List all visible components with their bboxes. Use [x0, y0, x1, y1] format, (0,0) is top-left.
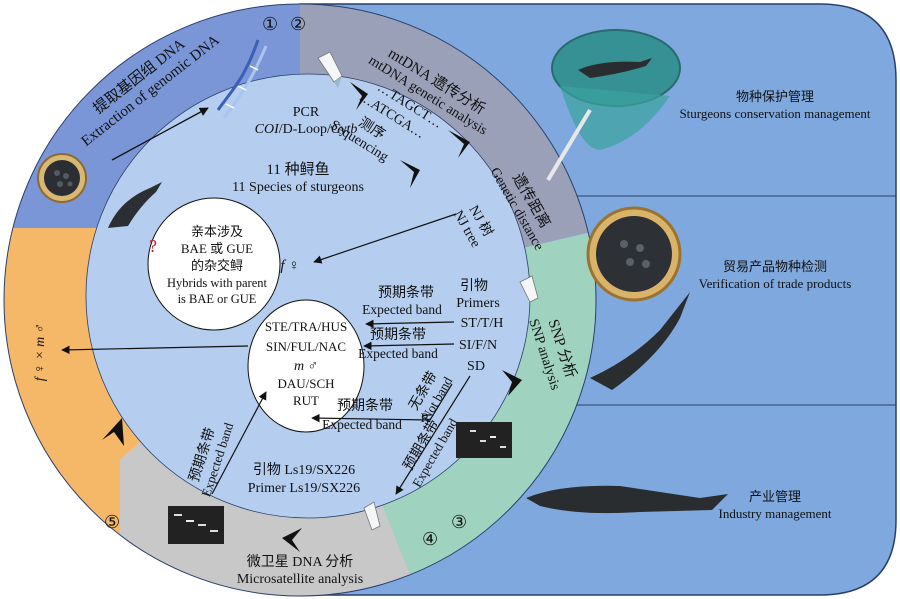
group-sin-ful-nac: SIN/FUL/NAC: [266, 339, 346, 354]
pcr-tube-icon-2: [519, 275, 539, 303]
expected-band-3-cn: 预期条带: [337, 397, 393, 414]
primer-row-2: SI/F/N: [459, 338, 497, 353]
primers-en: Primers: [456, 296, 500, 311]
hybrid-line1: 亲本涉及: [191, 224, 243, 239]
expected-band-1-cn: 预期条带: [378, 284, 434, 301]
arrow-extraction-to-pcr: [111, 107, 209, 161]
hybrid-line2: BAE 或 GUE: [181, 241, 253, 256]
group-ste-tra-hus: STE/TRA/HUS: [265, 319, 347, 334]
primer-row-1: ST/T/H: [461, 316, 504, 331]
number-1: ①: [262, 14, 278, 34]
number-5: ⑤: [104, 512, 120, 532]
panel-industry: 产业管理 Industry management: [655, 488, 895, 522]
panel-trade-en: Verification of trade products: [698, 276, 852, 291]
group-dau-sch: DAU/SCH: [277, 376, 334, 391]
expected-band-3-en: Expected band: [322, 417, 402, 432]
number-4: ④: [422, 529, 438, 549]
panel-conservation-cn: 物种保护管理: [735, 89, 814, 104]
number-3: ③: [451, 512, 467, 532]
gel-image-1: [456, 422, 512, 458]
arrow-to-female: [313, 213, 457, 264]
caviar-tin-image: [586, 206, 682, 302]
inner-species-ellipse: [247, 299, 365, 433]
sturgeon-image-vertical: [590, 292, 690, 390]
chevron-icon-cross: [102, 418, 124, 446]
panel-trade-cn: 贸易产品物种检测: [722, 259, 827, 274]
expected-band-1-en: Expected band: [362, 302, 442, 317]
sturgeon-image-horizontal: [526, 485, 728, 514]
group-rut: RUT: [293, 393, 319, 408]
primer-ls19-en: Primer Ls19/SX226: [248, 481, 360, 496]
fishing-net-image: [546, 29, 681, 182]
arrow-primer-row-2: [363, 341, 455, 351]
primers-cn: 引物: [460, 278, 488, 294]
panel-trade: 贸易产品物种检测 Verification of trade products: [655, 258, 895, 292]
hybrid-line4: Hybrids with parent: [167, 276, 268, 290]
chevron-icon-snp: [502, 370, 522, 396]
hybrid-question-mark: ?: [149, 236, 157, 256]
panel-conservation-en: Sturgeons conservation management: [679, 106, 871, 121]
species-cn: 11 种鲟鱼: [266, 160, 329, 178]
pcr-tube-icon-3: [363, 501, 381, 531]
hybrid-line5: is BAE or GUE: [178, 292, 257, 306]
cross-label: f ♀ × m ♂: [33, 323, 48, 381]
arrow-to-cross: [61, 345, 249, 355]
caviar-bowl-image: [37, 153, 87, 203]
panel-industry-en: Industry management: [718, 506, 832, 521]
chevron-icon-1: [350, 82, 368, 110]
microsatellite-cn: 微卫星 DNA 分析: [247, 554, 354, 570]
r-label: R: [421, 410, 430, 425]
pcr-tube-icon: [317, 51, 343, 88]
chevron-icon-2: [448, 130, 470, 158]
sturgeon-image-small: [108, 182, 162, 228]
expected-band-2-cn: 预期条带: [370, 326, 426, 343]
panel-industry-cn: 产业管理: [748, 489, 801, 504]
gel-image-2: [168, 506, 224, 544]
expected-band-2-en: Expected band: [358, 346, 438, 361]
panel-conservation: 物种保护管理 Sturgeons conservation management: [655, 88, 895, 122]
hybrid-line3: 的杂交鲟: [191, 258, 243, 273]
arrow-sd-down: [395, 375, 471, 495]
microsatellite-en: Microsatellite analysis: [237, 572, 363, 587]
pcr-genes-label: COI/D-Loop/Cytb: [255, 122, 358, 137]
chevron-icon-micro: [282, 528, 302, 552]
female-label: f ♀: [280, 258, 299, 274]
chevron-icon-3: [400, 160, 420, 188]
primer-ls19-cn: 引物 Ls19/SX226: [253, 462, 355, 478]
arrow-micro-to-ellipse: [211, 391, 267, 495]
dna-helix-icon: [216, 39, 268, 119]
number-2: ②: [290, 14, 306, 34]
pcr-label: PCR: [293, 105, 320, 120]
primer-row-3: SD: [467, 359, 485, 374]
group-male: m ♂: [294, 359, 318, 374]
species-en: 11 Species of sturgeons: [232, 180, 364, 195]
outer-ring-border: [3, 3, 597, 597]
hybrid-circle: [147, 197, 281, 331]
arrow-r-to-rut: [311, 383, 453, 423]
arrow-primer-row-1: [365, 319, 455, 329]
